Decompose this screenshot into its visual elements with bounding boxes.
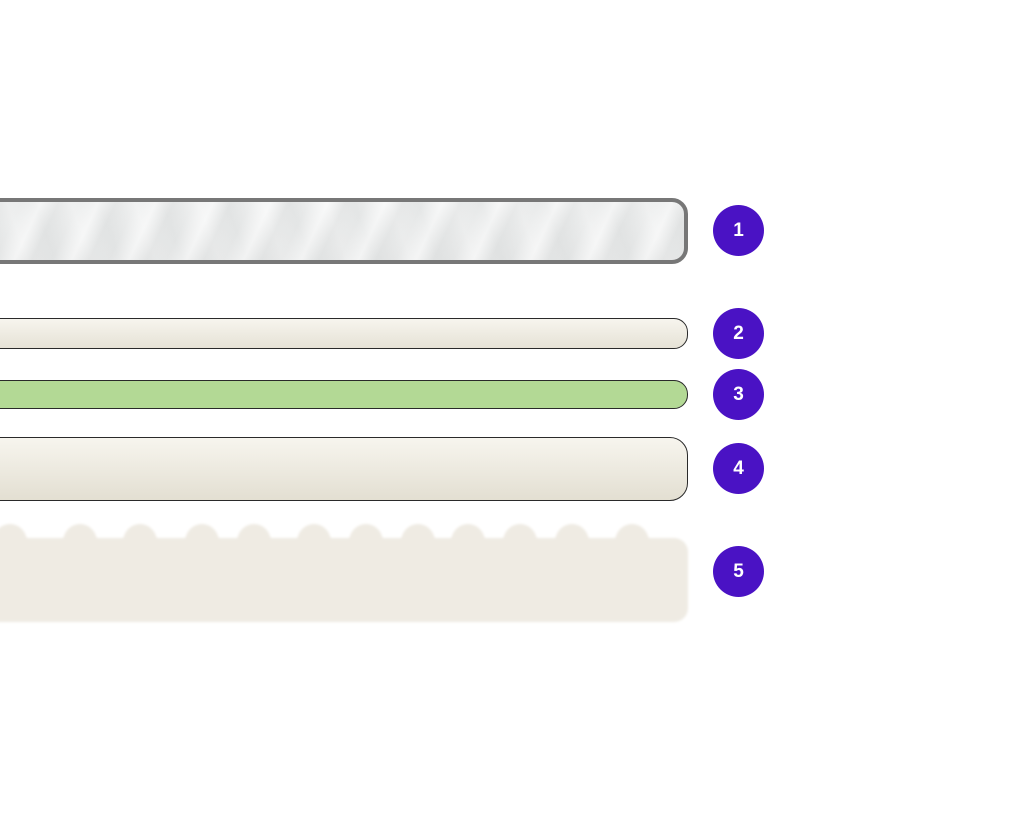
layer-5-bumpy-base xyxy=(0,524,688,622)
layer-2-comfort-foam xyxy=(0,318,688,349)
base-slab xyxy=(0,538,688,622)
layer-1-badge: 1 xyxy=(713,205,764,256)
layer-5-badge: 5 xyxy=(713,546,764,597)
layer-3-green-foam xyxy=(0,380,688,409)
layer-4-badge: 4 xyxy=(713,443,764,494)
layer-3-badge: 3 xyxy=(713,369,764,420)
layer-2-badge: 2 xyxy=(713,308,764,359)
layer-1-quilted-cover xyxy=(0,198,688,264)
layer-4-support-foam xyxy=(0,437,688,501)
